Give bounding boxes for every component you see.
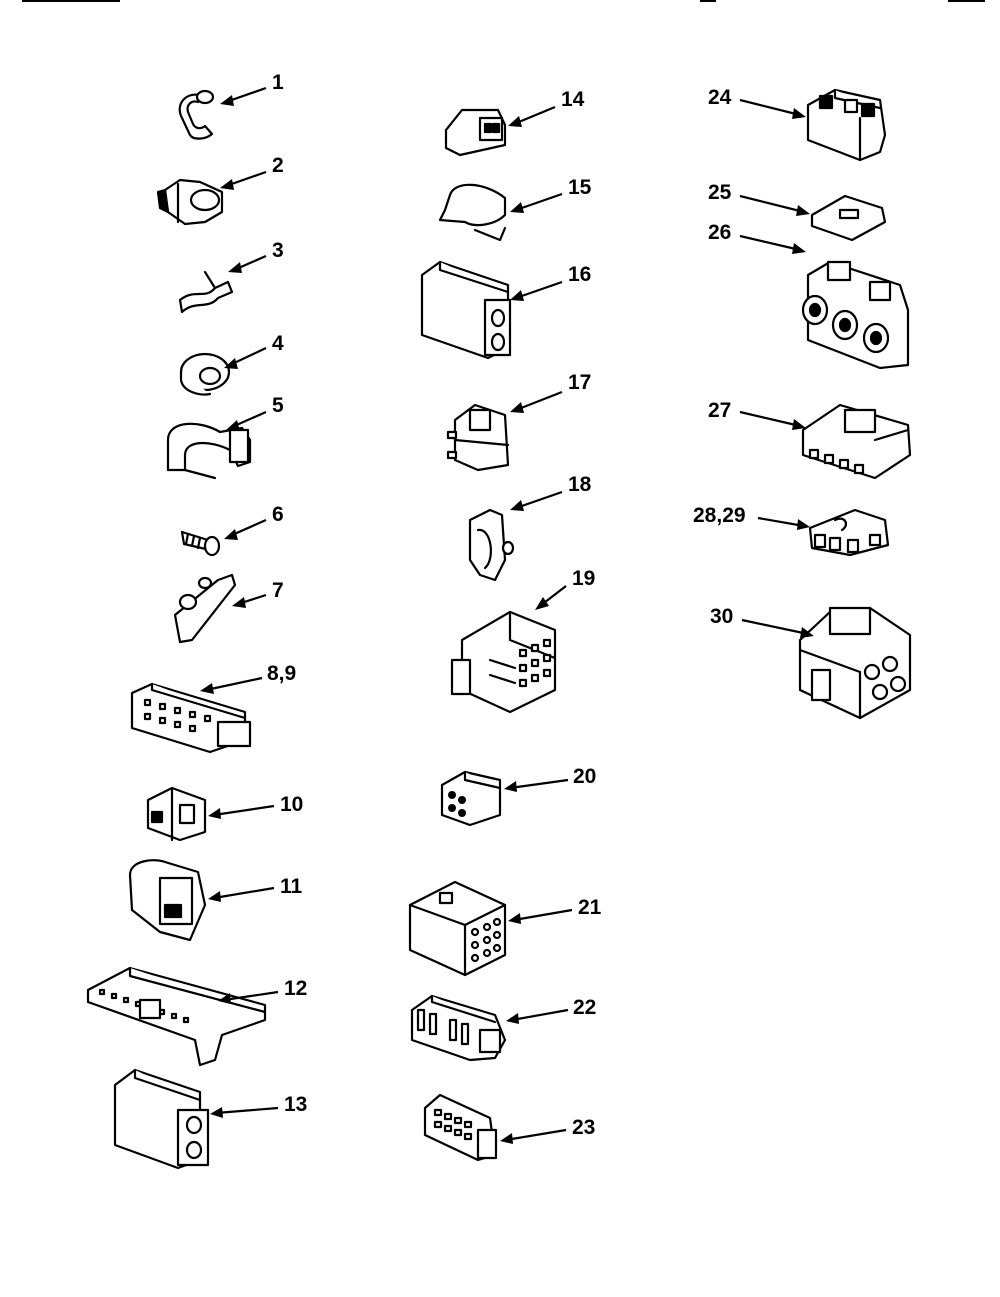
part-13-housing (113, 1068, 210, 1170)
part-7-bracket (173, 573, 237, 644)
callout-20: 20 (573, 765, 597, 788)
part-23-connector (423, 1093, 498, 1162)
part-14-connector (444, 108, 507, 157)
callout-4: 4 (272, 332, 284, 355)
part-8-9-connector (130, 682, 252, 754)
callout-22: 22 (573, 996, 597, 1019)
callout-18: 18 (568, 473, 592, 496)
callout-12: 12 (284, 977, 308, 1000)
part-18-latch (468, 508, 515, 582)
callout-24: 24 (708, 86, 732, 109)
callout-13: 13 (284, 1093, 308, 1116)
part-19-connector (450, 610, 557, 714)
callout-1: 1 (272, 71, 284, 94)
callout-6: 6 (272, 503, 284, 526)
callout-15: 15 (568, 176, 592, 199)
callout-5: 5 (272, 394, 284, 417)
callout-23: 23 (572, 1116, 596, 1139)
part-30-connector (798, 606, 912, 720)
callout-8-9: 8,9 (267, 662, 297, 685)
callout-10: 10 (280, 793, 304, 816)
callout-25: 25 (708, 181, 732, 204)
part-4-grommet (179, 352, 231, 396)
part-1-clip (178, 89, 215, 140)
callout-14: 14 (561, 88, 585, 111)
part-15-clip (438, 183, 507, 242)
callout-21: 21 (578, 896, 602, 919)
part-3-wire-clip (178, 270, 234, 314)
part-17-connector (446, 403, 510, 472)
callout-11: 11 (280, 875, 303, 898)
part-10-connector (146, 786, 207, 842)
callout-19: 19 (572, 567, 596, 590)
part-16-housing (420, 260, 512, 360)
part-24-connector (806, 88, 887, 162)
part-26-connector (801, 260, 910, 370)
callout-3: 3 (272, 239, 284, 262)
callout-30: 30 (710, 605, 734, 628)
callout-16: 16 (568, 263, 592, 286)
part-22-connector (410, 994, 507, 1062)
part-11-connector (128, 859, 207, 942)
part-6-screw (180, 530, 221, 557)
part-25-plate (810, 194, 887, 242)
part-2-clamp (156, 178, 224, 226)
callout-7: 7 (272, 579, 284, 602)
callout-26: 26 (708, 221, 732, 244)
part-5-cable-clamp (166, 422, 252, 480)
leader-lines (200, 86, 814, 1144)
part-20-connector (440, 770, 502, 827)
part-27-connector (801, 403, 912, 480)
part-21-housing (408, 880, 507, 977)
callout-27: 27 (708, 399, 732, 422)
callout-28-29: 28,29 (693, 504, 746, 527)
part-12-connector-strip (86, 966, 267, 1067)
callout-17: 17 (568, 371, 592, 394)
callout-2: 2 (272, 154, 284, 177)
part-28-29-clip (808, 508, 890, 557)
